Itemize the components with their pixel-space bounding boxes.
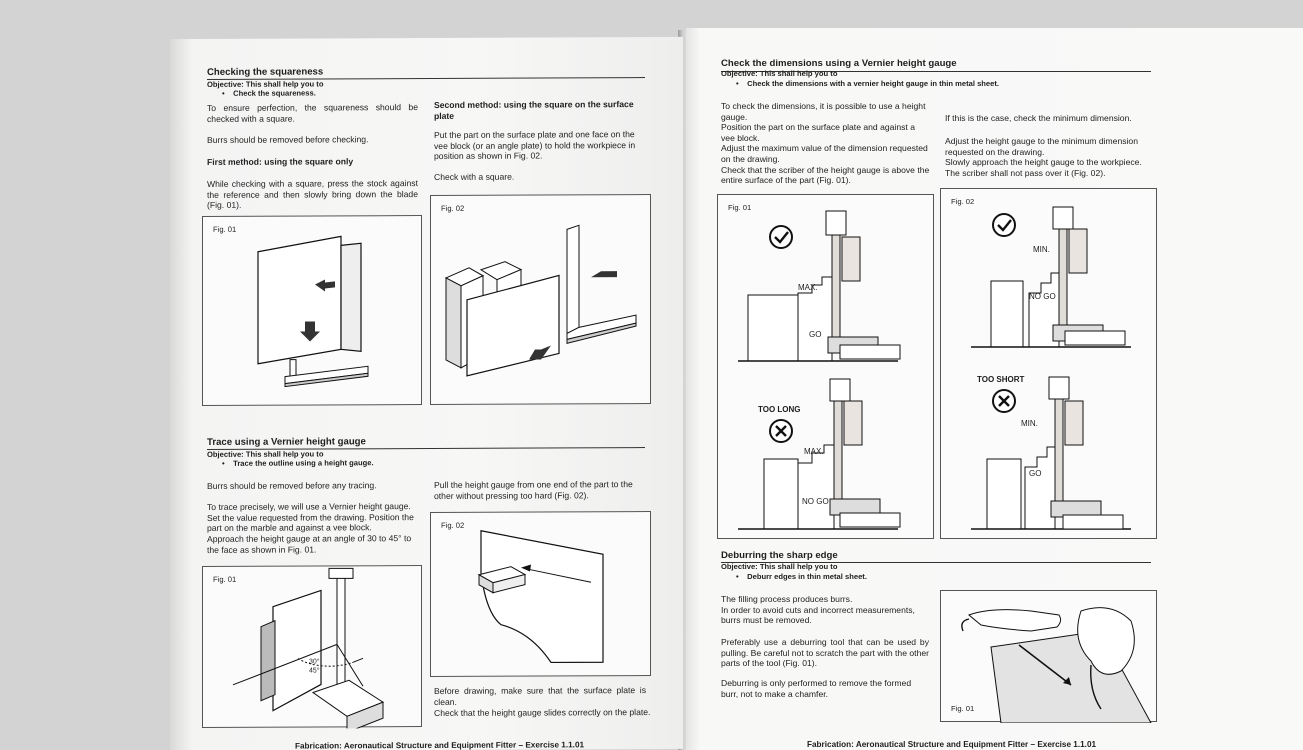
objective-bullet-text: Check the squareness.	[233, 88, 316, 98]
vee-block-square-drawing	[444, 224, 637, 377]
section-rule	[721, 71, 1151, 72]
arrow-icon	[1063, 677, 1071, 685]
dimensions-line: Adjust the height gauge to the minimum d…	[945, 136, 1138, 157]
objective-bullet-text: Trace the outline using a height gauge.	[233, 458, 374, 468]
method2-text: Put the part on the surface plate and on…	[434, 129, 636, 162]
figure-height-gauge-01: Fig. 01	[717, 194, 934, 539]
objective-bullet: • Check the squareness.	[222, 88, 316, 98]
note-height-gauge-slides: Check that the height gauge slides corre…	[434, 707, 651, 718]
too-long-label: TOO LONG	[758, 405, 801, 414]
figure-label: Fig. 01	[951, 704, 975, 713]
dimensions-line: Slowly approach the height gauge to the …	[945, 157, 1142, 168]
deburring-line: In order to avoid cuts and incorrect mea…	[721, 604, 915, 626]
deburring-tool-drawing	[961, 607, 1152, 723]
check-icon	[992, 213, 1016, 237]
deburring-para1: The filling process produces burrs. In o…	[721, 594, 931, 626]
go-label: GO	[1029, 469, 1042, 478]
figure-deburring-01: Fig. 01	[940, 590, 1157, 723]
objective-bullet: • Check the dimensions with a vernier he…	[736, 79, 1000, 88]
pull-height-gauge-text: Pull the height gauge from one end of th…	[434, 479, 633, 501]
section-title-trace: Trace using a Vernier height gauge	[207, 436, 366, 448]
height-gauge-min-drawing	[971, 206, 1131, 530]
method2-title: Second method: using the square on the s…	[434, 99, 634, 121]
page-footer: Fabrication: Aeronautical Structure and …	[807, 740, 1097, 749]
go-label: GO	[809, 330, 822, 339]
section-rule	[721, 562, 1151, 563]
pulling-height-gauge-drawing	[477, 530, 604, 664]
nogo-label: NO GO	[802, 497, 829, 506]
figure-squareness-02: Fig. 02	[430, 194, 651, 405]
para-trace-precisely: To trace precisely, we will use a Vernie…	[207, 501, 414, 534]
left-page: Checking the squareness Objective: This …	[170, 36, 683, 750]
figure-squareness-01: Fig. 01	[202, 215, 422, 406]
figure-label: Fig. 01	[728, 203, 752, 212]
objective-bullet-text: Check the dimensions with a vernier heig…	[747, 79, 1000, 88]
deburring-para3: Deburring is only performed to remove th…	[721, 678, 912, 699]
min-label: MIN.	[1033, 245, 1050, 254]
min-dimension-text: If this is the case, check the minimum d…	[945, 113, 1132, 123]
para-squareness: To ensure perfection, the squareness sho…	[207, 102, 418, 124]
angle-label-45: 45°	[309, 667, 320, 675]
figure-trace-01: Fig. 01 30° 45°	[202, 565, 422, 729]
dimensions-line: To check the dimensions, it is possible …	[721, 101, 926, 122]
para-burrs: Burrs should be removed before checking.	[207, 134, 369, 145]
dimensions-line: Check that the scriber of the height gau…	[721, 164, 930, 186]
objective-bullet-text: Deburr edges in thin metal sheet.	[747, 572, 867, 581]
right-page: Check the dimensions using a Vernier hei…	[686, 28, 1303, 750]
too-short-label: TOO SHORT	[977, 375, 1025, 384]
check-icon	[769, 225, 793, 249]
objective-bullet: • Deburr edges in thin metal sheet.	[736, 572, 867, 581]
method1-title: First method: using the square only	[207, 156, 354, 167]
cross-icon	[769, 419, 793, 443]
height-gauge-max-drawing	[738, 210, 901, 530]
objective-label: Objective: This shall help you to	[721, 69, 838, 78]
dimensions-line: Adjust the maximum value of the dimensio…	[721, 143, 928, 164]
height-gauge-angle-drawing	[232, 567, 385, 729]
figure-height-gauge-02: Fig. 02	[940, 188, 1157, 539]
figure-trace-02: Fig. 02	[430, 511, 651, 677]
max-label: MAX.	[798, 283, 818, 292]
method1-text: While checking with a square, press the …	[207, 178, 418, 211]
objective-label: Objective: This shall help you to	[721, 562, 838, 571]
dimensions-line: Position the part on the surface plate a…	[721, 122, 915, 143]
dimensions-line: The scriber shall not pass over it (Fig.…	[945, 167, 1106, 178]
deburring-line: The filling process produces burrs.	[721, 594, 853, 604]
para-burrs-tracing: Burrs should be removed before any traci…	[207, 480, 377, 491]
dimensions-col2: Adjust the height gauge to the minimum d…	[945, 136, 1160, 178]
para-approach: Approach the height gauge at an angle of…	[207, 533, 412, 555]
max-label: MAX.	[804, 447, 824, 456]
cross-icon	[992, 389, 1016, 413]
method2-text2: Check with a square.	[434, 171, 515, 182]
angle-label-30: 30°	[309, 658, 320, 666]
square-on-part-drawing	[257, 235, 369, 388]
min-label: MIN.	[1021, 419, 1038, 428]
figure-label: Fig. 02	[951, 197, 975, 206]
dimensions-col1: To check the dimensions, it is possible …	[721, 101, 931, 186]
section-title-deburring: Deburring the sharp edge	[721, 550, 838, 561]
page-footer: Fabrication: Aeronautical Structure and …	[295, 740, 585, 750]
nogo-label: NO GO	[1029, 292, 1056, 301]
deburring-para2: Preferably use a deburring tool that can…	[721, 637, 929, 669]
section-title-dimensions: Check the dimensions using a Vernier hei…	[721, 58, 957, 69]
objective-bullet: • Trace the outline using a height gauge…	[222, 458, 374, 468]
note-surface-plate: Before drawing, make sure that the surfa…	[434, 685, 646, 707]
section-title-squareness: Checking the squareness	[207, 66, 324, 78]
